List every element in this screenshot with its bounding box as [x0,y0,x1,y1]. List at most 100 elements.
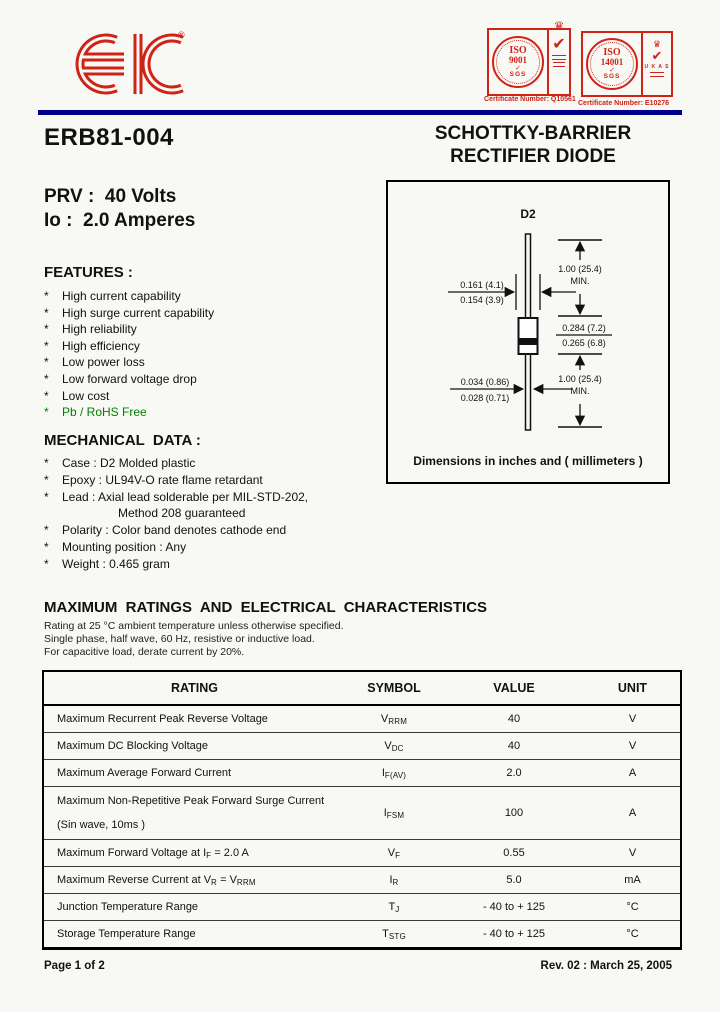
strip-text-lines [650,72,664,77]
header-divider [38,110,682,115]
package-outline-box: D2 1.00 (25.4) MIN. 0.284 (7.2) [386,180,670,484]
bullet: * [44,305,49,320]
ratings-notes: Rating at 25 °C ambient temperature unle… [44,620,344,660]
rating-cell: Maximum Reverse Current at VR = VRRM [43,866,345,894]
bullet: * [44,405,49,420]
table-row: Maximum DC Blocking Voltage VDC 40 V [43,732,681,760]
ratings-note: For capacitive load, derate current by 2… [44,646,245,659]
dim-body-length-max: 0.284 (7.2) [562,323,606,333]
page-number: Page 1 of 2 [44,960,105,972]
diode-body [517,317,539,355]
bullet: * [44,456,49,470]
bullet: * [44,523,49,538]
value-cell: 100 [443,786,585,840]
feature-text: High efficiency [62,338,140,353]
crown-icon: ♛ [652,39,662,49]
features-list: *High current capability *High surge cur… [44,288,374,421]
product-title-line2: RECTIFIER DIODE [450,146,616,167]
mechanical-text: Mounting position : Any [62,539,187,554]
table-row: Junction Temperature Range TJ - 40 to + … [43,893,681,921]
mechanical-list: *Case : D2 Molded plastic *Epoxy : UL94V… [44,455,389,573]
iso-9001-seal-wrap: ISO 9001 ✓ SGS [489,30,547,94]
feature-item: *High current capability [44,288,374,305]
mechanical-text: Lead : Axial lead solderable per MIL-STD… [62,489,309,504]
iso-14001-seal-wrap: ISO 14001 ✓ SGS [583,33,641,95]
dim-lead-bottom-min: MIN. [571,386,590,396]
rating-cell: Storage Temperature Range [43,920,345,949]
rating-cell: Maximum Non-Repetitive Peak Forward Surg… [43,786,345,840]
table-row: Maximum Average Forward Current IF(AV) 2… [43,759,681,787]
rating-cell: Maximum DC Blocking Voltage [43,732,345,760]
table-row: Maximum Recurrent Peak Reverse Voltage V… [43,705,681,733]
dim-body-width-min: 0.154 (3.9) [460,295,504,305]
bullet: * [44,388,49,403]
dimension-caption: Dimensions in inches and ( millimeters ) [413,454,642,468]
prv-rating: PRV : 40 Volts [44,186,177,207]
mechanical-text: Epoxy : UL94V-O rate flame retardant [62,472,263,487]
table-row: Maximum Non-Repetitive Peak Forward Surg… [43,786,681,840]
bullet: * [44,322,49,337]
bullet: * [44,556,49,571]
ratings-heading: MAXIMUM RATINGS AND ELECTRICAL CHARACTER… [44,599,488,616]
table-row: Storage Temperature Range TSTG - 40 to +… [43,920,681,949]
mechanical-text: Polarity : Color band denotes cathode en… [62,523,287,538]
iso-14001-badge: ISO 14001 ✓ SGS ♛ ✔ U K A S [581,31,673,97]
symbol-cell: VDC [345,732,443,760]
mechanical-item: * Case : D2 Molded plastic [44,455,389,472]
product-title-line1: SCHOTTKY-BARRIER [434,123,632,144]
feature-text: High surge current capability [62,305,215,320]
symbol-cell: TJ [345,893,443,921]
bullet: * [44,489,49,504]
mechanical-item: * Lead : Axial lead solderable per MIL-ST… [44,489,389,506]
symbol-cell: IF(AV) [345,759,443,787]
features-heading: FEATURES : [44,264,133,281]
certificate-number-2: Certificate Number: E10276 [578,100,670,107]
rating-cell: Maximum Average Forward Current [43,759,345,787]
bullet: * [44,371,49,386]
package-name: D2 [520,207,536,221]
io-rating: Io : 2.0 Amperes [44,210,196,231]
check-icon: ✔ [651,48,663,63]
package-drawing: D2 1.00 (25.4) MIN. 0.284 (7.2) [413,207,642,468]
feature-item: *High reliability [44,321,374,338]
dim-lead-top-min: MIN. [571,276,590,286]
dim-body-width-max: 0.161 (4.1) [460,280,504,290]
certificate-number-1: Certificate Number: Q10561 [484,96,576,103]
registered-mark: ® [178,30,185,40]
iso-14001-strip: ♛ ✔ U K A S [641,33,671,95]
symbol-cell: IFSM [345,786,443,840]
mechanical-item: *Epoxy : UL94V-O rate flame retardant [44,472,389,489]
feature-item: * Low forward voltage drop [44,371,374,388]
col-header-unit: UNIT [585,671,681,706]
rating-cell: Maximum Forward Voltage at IF = 2.0 A [43,839,345,867]
value-cell: 40 [443,732,585,760]
mechanical-item-continuation: Method 208 guaranteed [118,506,246,521]
feature-text: Pb / RoHS Free [62,405,147,420]
value-cell: - 40 to + 125 [443,893,585,921]
symbol-cell: VRRM [380,713,408,726]
mechanical-item: *Mounting position : Any [44,539,389,556]
feature-text: Low power loss [62,355,145,370]
value-cell: 40 [507,713,521,725]
mechanical-heading: MECHANICAL DATA : [44,432,201,449]
dim-lead-dia-min: 0.028 (0.71) [461,393,510,403]
feature-text: Low forward voltage drop [62,371,197,386]
dim-lead-bottom-length: 1.00 (25.4) [558,374,602,384]
unit-cell: V [585,732,681,760]
feature-item-pb-rohs: * Pb / RoHS Free [44,404,374,421]
bullet: * [44,355,49,370]
rating-cell: Maximum Recurrent Peak Reverse Voltage [57,713,268,725]
feature-item: *Low cost [44,388,374,405]
mechanical-text: Case : D2 Molded plastic [62,456,196,470]
iso-9001-badge: ISO 9001 ✓ SGS ♛ ✔ [487,20,571,96]
feature-item: * Low power loss [44,354,374,371]
iso-9001-seal-icon: ISO 9001 ✓ SGS [492,36,544,88]
unit-cell: mA [585,866,681,894]
table-row: Maximum Reverse Current at VR = VRRM IR … [43,866,681,894]
crown-icon: ♛ [553,19,565,33]
strip-text-lines [552,55,566,60]
ratings-note: Single phase, half wave, 60 Hz, resistiv… [44,633,315,646]
feature-text: High current capability [62,289,181,303]
ratings-note: Rating at 25 °C ambient temperature unle… [44,620,344,632]
